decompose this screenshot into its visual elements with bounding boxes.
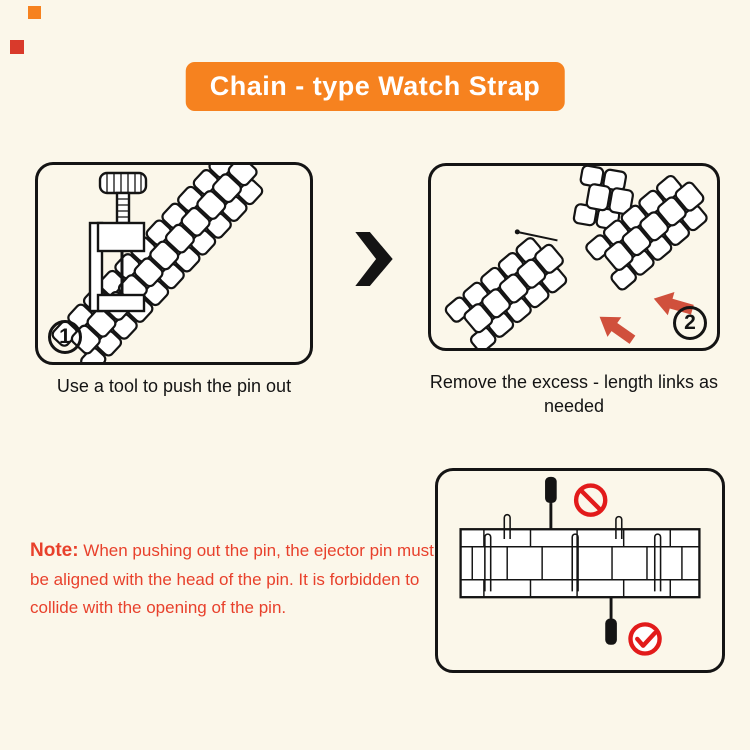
decor-square-orange [28, 6, 41, 19]
loose-pin [514, 229, 558, 242]
band-cross-section [459, 513, 701, 599]
watch-band [49, 165, 273, 362]
step2-number-badge: 2 [673, 306, 707, 340]
ejector-pin-bottom [605, 597, 617, 645]
step1-number-badge: 1 [48, 320, 82, 354]
no-collision-sign-icon [573, 483, 608, 517]
page-title: Chain - type Watch Strap [185, 62, 565, 111]
step2-panel: 2 [428, 163, 720, 351]
step1-caption: Use a tool to push the pin out [56, 376, 292, 396]
step2-caption: Remove the excess - length links as need… [429, 372, 719, 417]
next-step-chevron-icon [355, 232, 393, 286]
step1-panel: 1 [35, 162, 313, 365]
note-text: Note: When pushing out the pin, the ejec… [30, 536, 438, 621]
pin-alignment-illustration [459, 476, 701, 656]
note-body: When pushing out the pin, the ejector pi… [30, 541, 434, 617]
pin-alignment-panel [435, 468, 725, 673]
band-segment-left [442, 228, 577, 348]
decor-square-red [10, 40, 24, 54]
step1-illustration [49, 165, 273, 362]
note-label: Note: [30, 540, 79, 561]
step2-illustration [442, 166, 717, 348]
correct-alignment-check-icon [628, 622, 662, 656]
pin-remover-tool [88, 171, 148, 313]
